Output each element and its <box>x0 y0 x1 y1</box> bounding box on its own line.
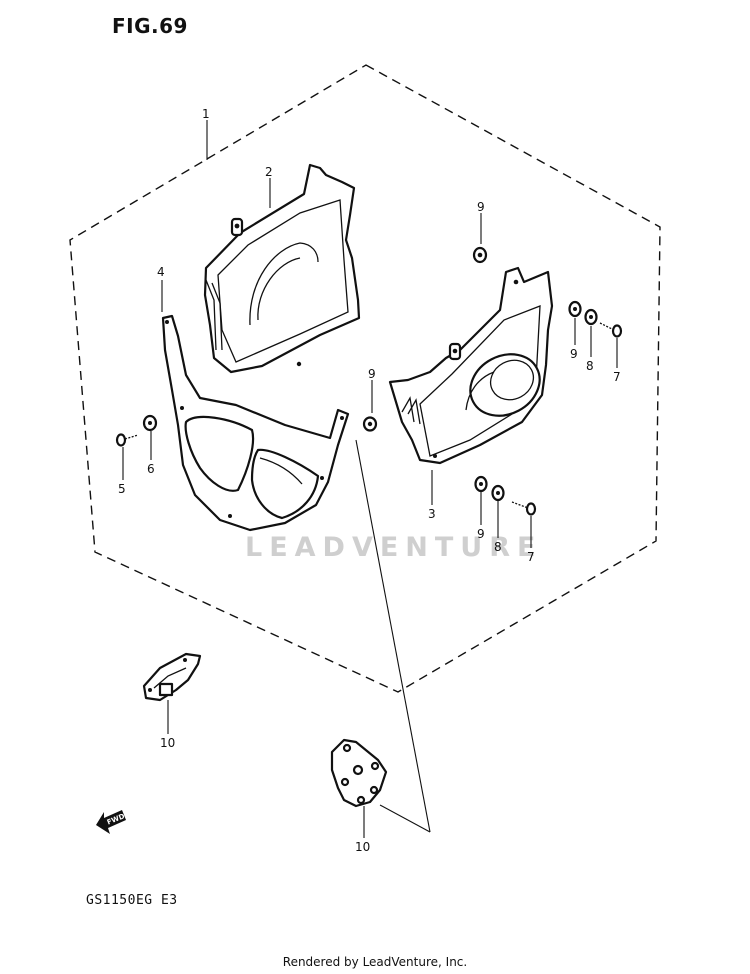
part-9-grommet-upper[interactable] <box>472 246 488 264</box>
callout-8-upper: 8 <box>586 359 594 373</box>
part-6-washer[interactable] <box>142 414 158 432</box>
part-9-grommet-lower[interactable] <box>474 475 488 493</box>
callout-9-lower: 9 <box>477 527 485 541</box>
callout-6: 6 <box>147 462 155 476</box>
part-3-side-cowl[interactable] <box>388 266 554 465</box>
footer-credit: Rendered by LeadVenture, Inc. <box>282 955 468 969</box>
callout-2: 2 <box>265 165 273 179</box>
callout-10-left: 10 <box>160 736 175 750</box>
callout-4: 4 <box>157 265 165 279</box>
callout-8-lower: 8 <box>494 540 502 554</box>
part-2-rear-panel[interactable] <box>203 163 361 374</box>
callout-10-right: 10 <box>355 840 370 854</box>
callout-9-left: 9 <box>368 367 376 381</box>
part-9-grommet-left[interactable] <box>362 416 378 432</box>
model-code: GS1150EG E3 <box>86 893 178 908</box>
part-8-washer-lower[interactable] <box>491 484 505 502</box>
part-7-screw-lower[interactable] <box>511 501 537 516</box>
callout-7-lower: 7 <box>527 550 535 564</box>
callout-1: 1 <box>202 107 210 121</box>
part-7-screw-upper[interactable] <box>599 322 623 338</box>
part-8-washer-upper[interactable] <box>584 308 598 326</box>
part-4-lower-front-frame[interactable] <box>161 314 350 532</box>
part-9-grommet-mid-right[interactable] <box>568 300 582 318</box>
part-10-bracket-left[interactable] <box>142 652 202 702</box>
assembly-boundary <box>69 64 661 693</box>
figure-title: FIG.69 <box>112 14 188 38</box>
callout-5: 5 <box>118 482 126 496</box>
callout-9-top: 9 <box>477 200 485 214</box>
leader-lines <box>122 120 618 838</box>
callout-7-upper: 7 <box>613 370 621 384</box>
callout-labels: 1 2 4 9 9 8 7 9 5 6 3 9 8 7 10 10 <box>118 107 621 854</box>
watermark: LEADVENTURE <box>245 532 542 563</box>
callout-3: 3 <box>428 507 436 521</box>
forward-direction-arrow: FWD <box>96 810 126 834</box>
part-10-bracket-right[interactable] <box>330 738 388 808</box>
callout-9-right: 9 <box>570 347 578 361</box>
part-5-screw[interactable] <box>115 433 139 447</box>
